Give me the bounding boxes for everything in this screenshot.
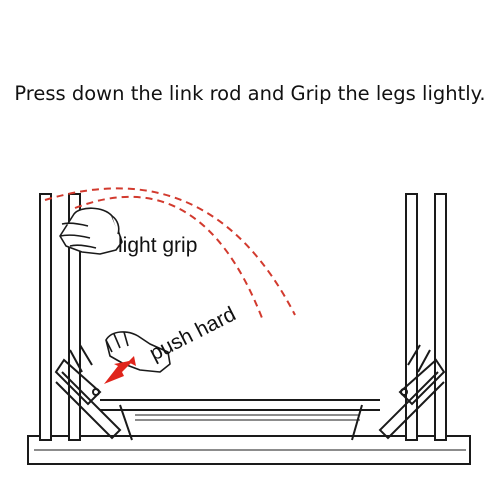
- right-legs: [405, 193, 447, 441]
- instruction-text: Press down the link rod and Grip the leg…: [14, 82, 486, 105]
- table-top: [27, 435, 471, 465]
- red-arrow-icon: [104, 356, 136, 384]
- light-grip-label: light grip: [118, 234, 197, 257]
- link-rods: [54, 344, 446, 441]
- hand-push-icon: [105, 331, 171, 373]
- left-legs: [39, 193, 81, 441]
- motion-path: [44, 187, 296, 319]
- push-hard-label: push hard: [146, 303, 240, 366]
- hand-grip-icon: [59, 207, 123, 255]
